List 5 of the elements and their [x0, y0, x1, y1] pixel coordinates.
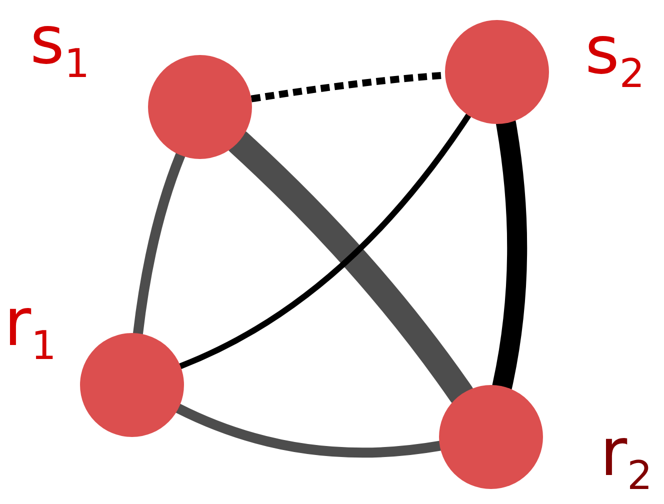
node-label: s$_{2}$ — [585, 18, 645, 94]
node-label: s$_{1}$ — [30, 8, 90, 84]
node-label: r$_{2}$ — [600, 420, 652, 496]
connector-line — [177, 112, 472, 370]
node-label: r$_{1}$ — [4, 290, 56, 366]
